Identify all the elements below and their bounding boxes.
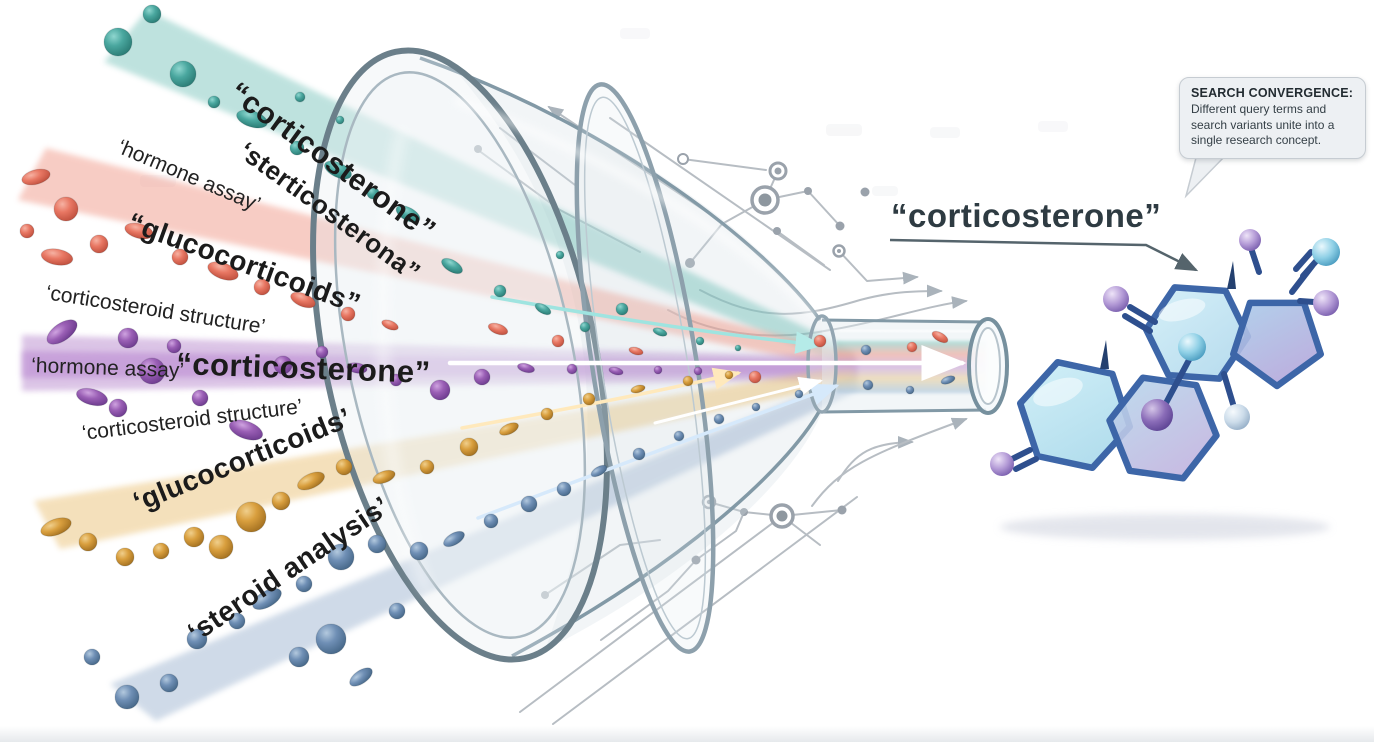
atom-purple-left (1103, 286, 1129, 312)
atom-purple-right (1313, 290, 1339, 316)
corticosterone-molecule (990, 229, 1340, 482)
label-hormone-assay-mid: ‘hormone assay’ (31, 354, 185, 382)
query-streams (18, 10, 857, 721)
search-convergence-callout: SEARCH CONVERGENCE: Different query term… (1179, 77, 1366, 159)
atom-cyan-center (1178, 333, 1206, 361)
output-term-headline: “corticosterone” (891, 197, 1161, 234)
callout-title: SEARCH CONVERGENCE: (1191, 86, 1354, 100)
atom-purple-bottom-left (990, 452, 1014, 476)
stream-teal (104, 10, 854, 369)
atom-cyan-top-right (1312, 238, 1340, 266)
stream-salmon (18, 148, 854, 371)
floor-strip (0, 726, 1374, 742)
stream-blue (110, 373, 857, 721)
methyl-wedge-2 (1227, 261, 1236, 289)
funnel-inner-ring (574, 82, 716, 654)
methyl-wedge-1 (1100, 340, 1109, 369)
query-particles (19, 4, 956, 710)
stream-gold (34, 365, 854, 549)
callout-body: Different query terms and search variant… (1191, 102, 1335, 148)
atom-deep-purple-center (1141, 399, 1173, 431)
atom-purple-top (1239, 229, 1261, 251)
stream-purple-core (22, 351, 857, 378)
atom-pale-blue-bottom (1224, 404, 1250, 430)
headline-pointer-arrow (889, 238, 1199, 272)
molecule-shadow (1000, 514, 1330, 540)
